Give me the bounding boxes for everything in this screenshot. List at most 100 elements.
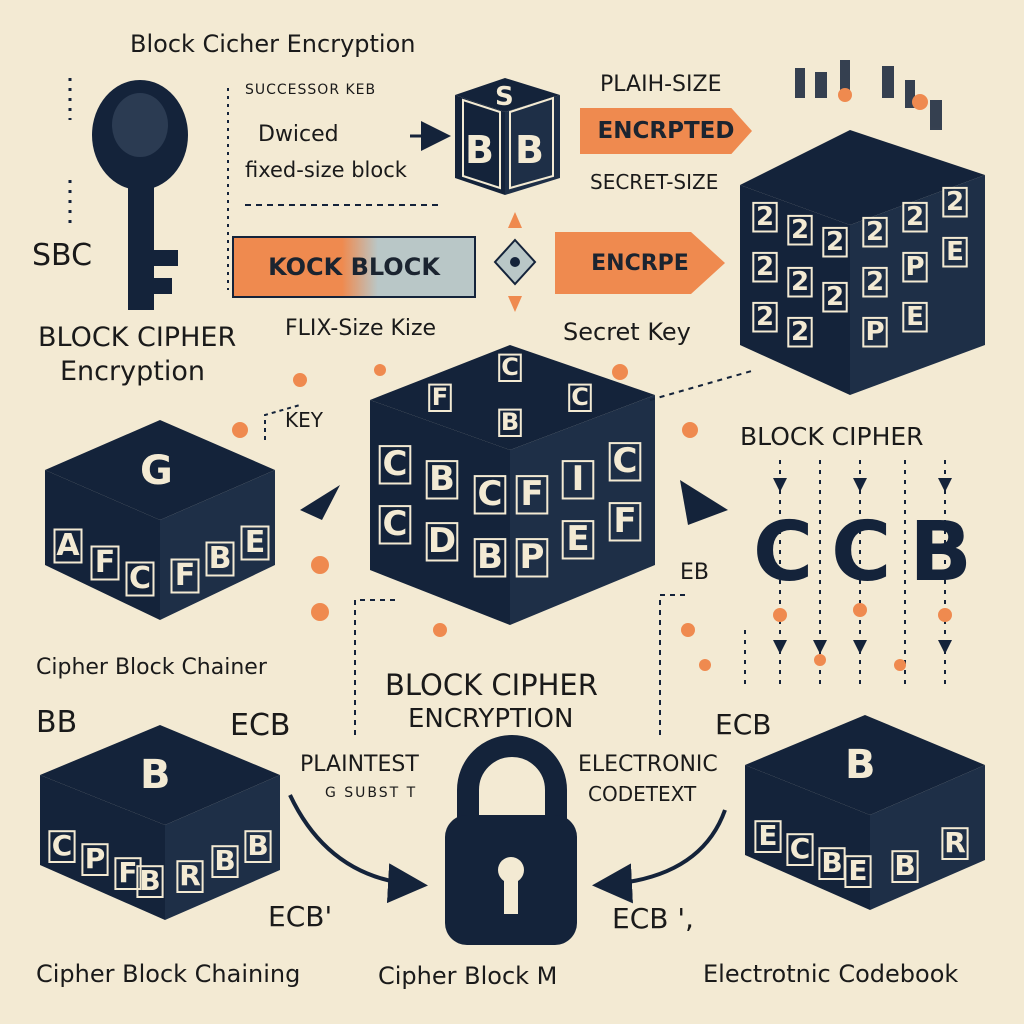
top-cube-front-letter: B: [465, 128, 494, 172]
center-cube-front-letter: B: [477, 537, 503, 577]
kock-block-text: KOCK BLOCK: [268, 253, 440, 281]
ecb-bottom-left-label: ECB': [268, 900, 333, 933]
center-cube-front-letter: B: [429, 459, 455, 499]
left-cube-side-letter: B: [209, 541, 232, 576]
br-cube-front-letter: C: [790, 832, 811, 865]
center-title-line1: BLOCK CIPHER: [385, 668, 598, 702]
bottom-right-cube: [745, 715, 985, 910]
right-cube-letter: P: [865, 317, 884, 347]
left-cube-top-letter: G: [140, 448, 173, 494]
divided-label: Dwiced: [258, 122, 339, 147]
center-cube-side-letter: E: [566, 519, 589, 559]
plaintest-sub-label: G SUBST T: [325, 785, 418, 801]
right-cube-letter: 2: [756, 252, 774, 282]
right-cube-letter: 2: [866, 267, 884, 297]
secret-key-label: Secret Key: [563, 318, 691, 346]
ecb-left-label: ECB: [230, 708, 291, 743]
bb-label: BB: [36, 705, 78, 740]
bl-cube-front-letter: B: [139, 864, 160, 897]
bl-cube-front-letter: C: [52, 829, 73, 862]
right-cube-letter: 2: [791, 317, 809, 347]
caption-cipher-block-m: Cipher Block M: [378, 962, 558, 990]
br-cube-top-letter: B: [845, 742, 876, 788]
left-cube-side-letter: F: [175, 558, 196, 593]
plaintest-label: PLAINTEST: [300, 752, 419, 777]
fixed-size-label: fixed-size block: [245, 158, 407, 182]
br-cube-front-letter: E: [848, 854, 867, 887]
right-cube-letter: 2: [756, 202, 774, 232]
plain-size-label: PLAIH-SIZE: [600, 72, 722, 97]
block-cipher-right-label: BLOCK CIPHER: [740, 422, 924, 451]
bl-cube-side-letter: B: [247, 829, 268, 862]
secret-size-label: SECRET-SIZE: [590, 170, 719, 194]
center-cube-side-letter: P: [520, 537, 545, 577]
top-cube-top-letter: S: [495, 82, 514, 112]
right-cube-letter: 2: [791, 215, 809, 245]
key-icon: [92, 80, 188, 310]
eb-label: EB: [680, 560, 709, 585]
right-cube-letter: E: [906, 302, 924, 332]
bl-cube-top-letter: B: [140, 752, 171, 798]
bl-cube-side-letter: B: [214, 844, 235, 877]
center-cube-top-letter: C: [571, 383, 589, 411]
center-cube-side-letter: F: [613, 501, 636, 541]
ccb-label: CCB: [753, 505, 990, 600]
top-cube-side-letter: B: [515, 128, 544, 172]
left-cube-side-letter: E: [245, 525, 266, 560]
right-cube-letter: E: [946, 237, 964, 267]
ecb-right-label: ECB: [715, 708, 772, 741]
ecb-bottom-right-label: ECB ',: [612, 902, 694, 935]
left-cube-front-letter: C: [129, 561, 151, 596]
bl-cube-side-letter: R: [179, 859, 201, 892]
br-cube-side-letter: B: [894, 849, 915, 882]
center-cube-top-letter: B: [501, 408, 519, 436]
electronic-label: ELECTRONIC: [578, 752, 718, 777]
center-cube-front-letter: C: [478, 474, 503, 514]
encrpe-tag-text: ENCRPE: [591, 250, 689, 276]
center-cube-top-letter: F: [432, 383, 448, 411]
right-cube-letter: P: [905, 252, 924, 282]
br-cube-front-letter: B: [821, 846, 842, 879]
sbc-label: SBC: [32, 238, 93, 273]
key-tag-label: KEY: [285, 408, 323, 432]
key-small-label: SUCCESSOR KEB: [245, 82, 377, 98]
top-cube: [455, 78, 560, 195]
center-cube-front-letter: D: [428, 521, 456, 561]
encrpe-tag: ENCRPE: [555, 232, 725, 294]
kock-block-tag: KOCK BLOCK: [232, 236, 476, 298]
encrypted-tag: ENCRPTED: [580, 108, 752, 154]
right-cube-letter: 2: [826, 227, 844, 257]
right-cube-letter: 2: [756, 302, 774, 332]
arrow-icon: [592, 809, 727, 904]
br-cube-front-letter: E: [758, 819, 777, 852]
center-cube-side-letter: C: [613, 441, 638, 481]
encrypted-tag-text: ENCRPTED: [597, 118, 735, 144]
br-cube-side-letter: R: [944, 826, 966, 859]
center-cube-front-letter: C: [383, 504, 408, 544]
right-cube-letter: 2: [946, 187, 964, 217]
bl-cube-front-letter: P: [85, 842, 106, 875]
arrow-icon: [680, 480, 728, 525]
caption-cipher-block-chaining: Cipher Block Chaining: [36, 960, 301, 988]
center-title-line2: ENCRYPTION: [408, 704, 574, 734]
caption-electronic-codebook: Electrotnic Codebook: [703, 960, 959, 988]
center-cube-side-letter: F: [520, 474, 543, 514]
left-cube-front-letter: A: [56, 528, 80, 563]
left-cube-front-letter: F: [95, 545, 116, 580]
center-cube-top-letter: C: [501, 353, 519, 381]
lock-icon: [445, 735, 577, 945]
left-cube: [45, 420, 275, 620]
right-cube-letter: 2: [866, 217, 884, 247]
bl-cube-front-letter: F: [118, 856, 137, 889]
top-title: Block Cicher Encryption: [130, 30, 416, 58]
cipher-block-chainer-label: Cipher Block Chainer: [36, 655, 267, 680]
arrow-icon: [300, 485, 340, 520]
diamond-icon: [493, 212, 537, 312]
right-cube-letter: 2: [826, 282, 844, 312]
